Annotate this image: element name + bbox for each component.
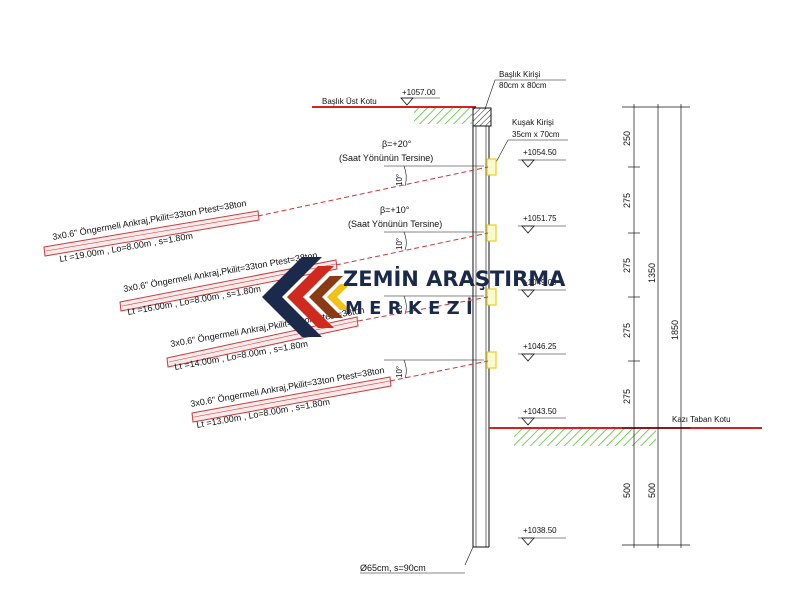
dim-1350: 1350 xyxy=(647,263,657,283)
waler-block-4 xyxy=(486,351,497,369)
logo-yellow-chevron xyxy=(327,284,350,310)
level-marker-4: +1046.25 xyxy=(518,342,566,362)
beta-label-2: β=+10° xyxy=(380,205,410,215)
level-marker-1: +1054.50 xyxy=(518,148,566,168)
waler-size: 35cm x 70cm xyxy=(512,130,560,139)
level-marker-2: +1051.75 xyxy=(518,214,566,234)
dim-500-a: 500 xyxy=(622,483,632,498)
dim-275-c: 275 xyxy=(622,323,632,338)
logo-title: ZEMİN ARAŞTIRMA xyxy=(343,266,566,291)
logo-subtitle: M E R K E Z İ xyxy=(345,297,473,319)
top-soil-hatch xyxy=(414,108,472,124)
cap-beam-size: 80cm x 80cm xyxy=(499,81,547,90)
dim-250: 250 xyxy=(622,131,632,146)
waler-block-3 xyxy=(486,288,497,306)
level-marker-6: +1038.50 xyxy=(518,526,566,546)
dim-500-b: 500 xyxy=(647,483,657,498)
level-label-1: +1054.50 xyxy=(523,148,557,157)
cap-beam-title: Başlık Kirişi xyxy=(499,70,541,79)
level-label-6: +1038.50 xyxy=(523,526,557,535)
direction-label-1: (Saat Yönünün Tersine) xyxy=(339,153,433,163)
level-label-4: +1046.25 xyxy=(523,342,557,351)
logo-navy-chevron xyxy=(262,257,322,337)
incline-mark-1: 10° xyxy=(384,165,484,187)
logo-brown-chevron xyxy=(309,276,343,318)
level-label-5: +1043.50 xyxy=(523,407,557,416)
dim-1850: 1850 xyxy=(670,320,680,340)
bored-pile xyxy=(472,126,490,548)
anchor-1: 3x0.6" Öngermeli Ankraj,Pkilit=33ton Pte… xyxy=(43,166,489,264)
svg-text:10°: 10° xyxy=(395,302,404,314)
svg-text:10°: 10° xyxy=(395,174,404,186)
direction-label-2: (Saat Yönünün Tersine) xyxy=(348,219,442,229)
dim-275-d: 275 xyxy=(622,389,632,404)
level-marker-3: +1049.00 xyxy=(518,278,566,298)
level-label-3: +1049.00 xyxy=(523,278,557,287)
beta-label-1: β=+20° xyxy=(382,139,412,149)
waler-title: Kuşak Kirişi xyxy=(512,118,554,127)
company-logo: ZEMİN ARAŞTIRMA M E R K E Z İ xyxy=(262,257,566,337)
waler-block-1 xyxy=(486,158,497,176)
incline-mark-2: 10° xyxy=(384,231,484,251)
bottom-soil-hatch xyxy=(514,429,656,446)
waler-block-2 xyxy=(486,224,497,242)
level-marker-5: +1043.50 xyxy=(518,407,566,426)
cap-beam xyxy=(472,107,492,127)
level-label-2: +1051.75 xyxy=(523,214,557,223)
svg-text:10°: 10° xyxy=(395,366,404,378)
dim-275-b: 275 xyxy=(622,258,632,273)
top-elevation-marker xyxy=(400,97,414,106)
incline-mark-4: 10° xyxy=(384,359,484,379)
pile-label: Ø65cm, s=90cm xyxy=(360,563,426,573)
top-elevation-label: +1057.00 xyxy=(402,88,436,97)
baslik-ust-kotu-label: Başlık Üst Kotu xyxy=(322,97,377,106)
svg-text:10°: 10° xyxy=(395,238,404,250)
dimension-chain xyxy=(622,104,690,548)
kazi-taban-kotu-label: Kazı Taban Kotu xyxy=(672,415,731,424)
anchor-4: 3x0.6" Öngermeli Ankraj,Pkilit=33ton Pte… xyxy=(190,360,489,430)
dim-275-a: 275 xyxy=(622,193,632,208)
logo-red-chevron xyxy=(287,266,334,328)
